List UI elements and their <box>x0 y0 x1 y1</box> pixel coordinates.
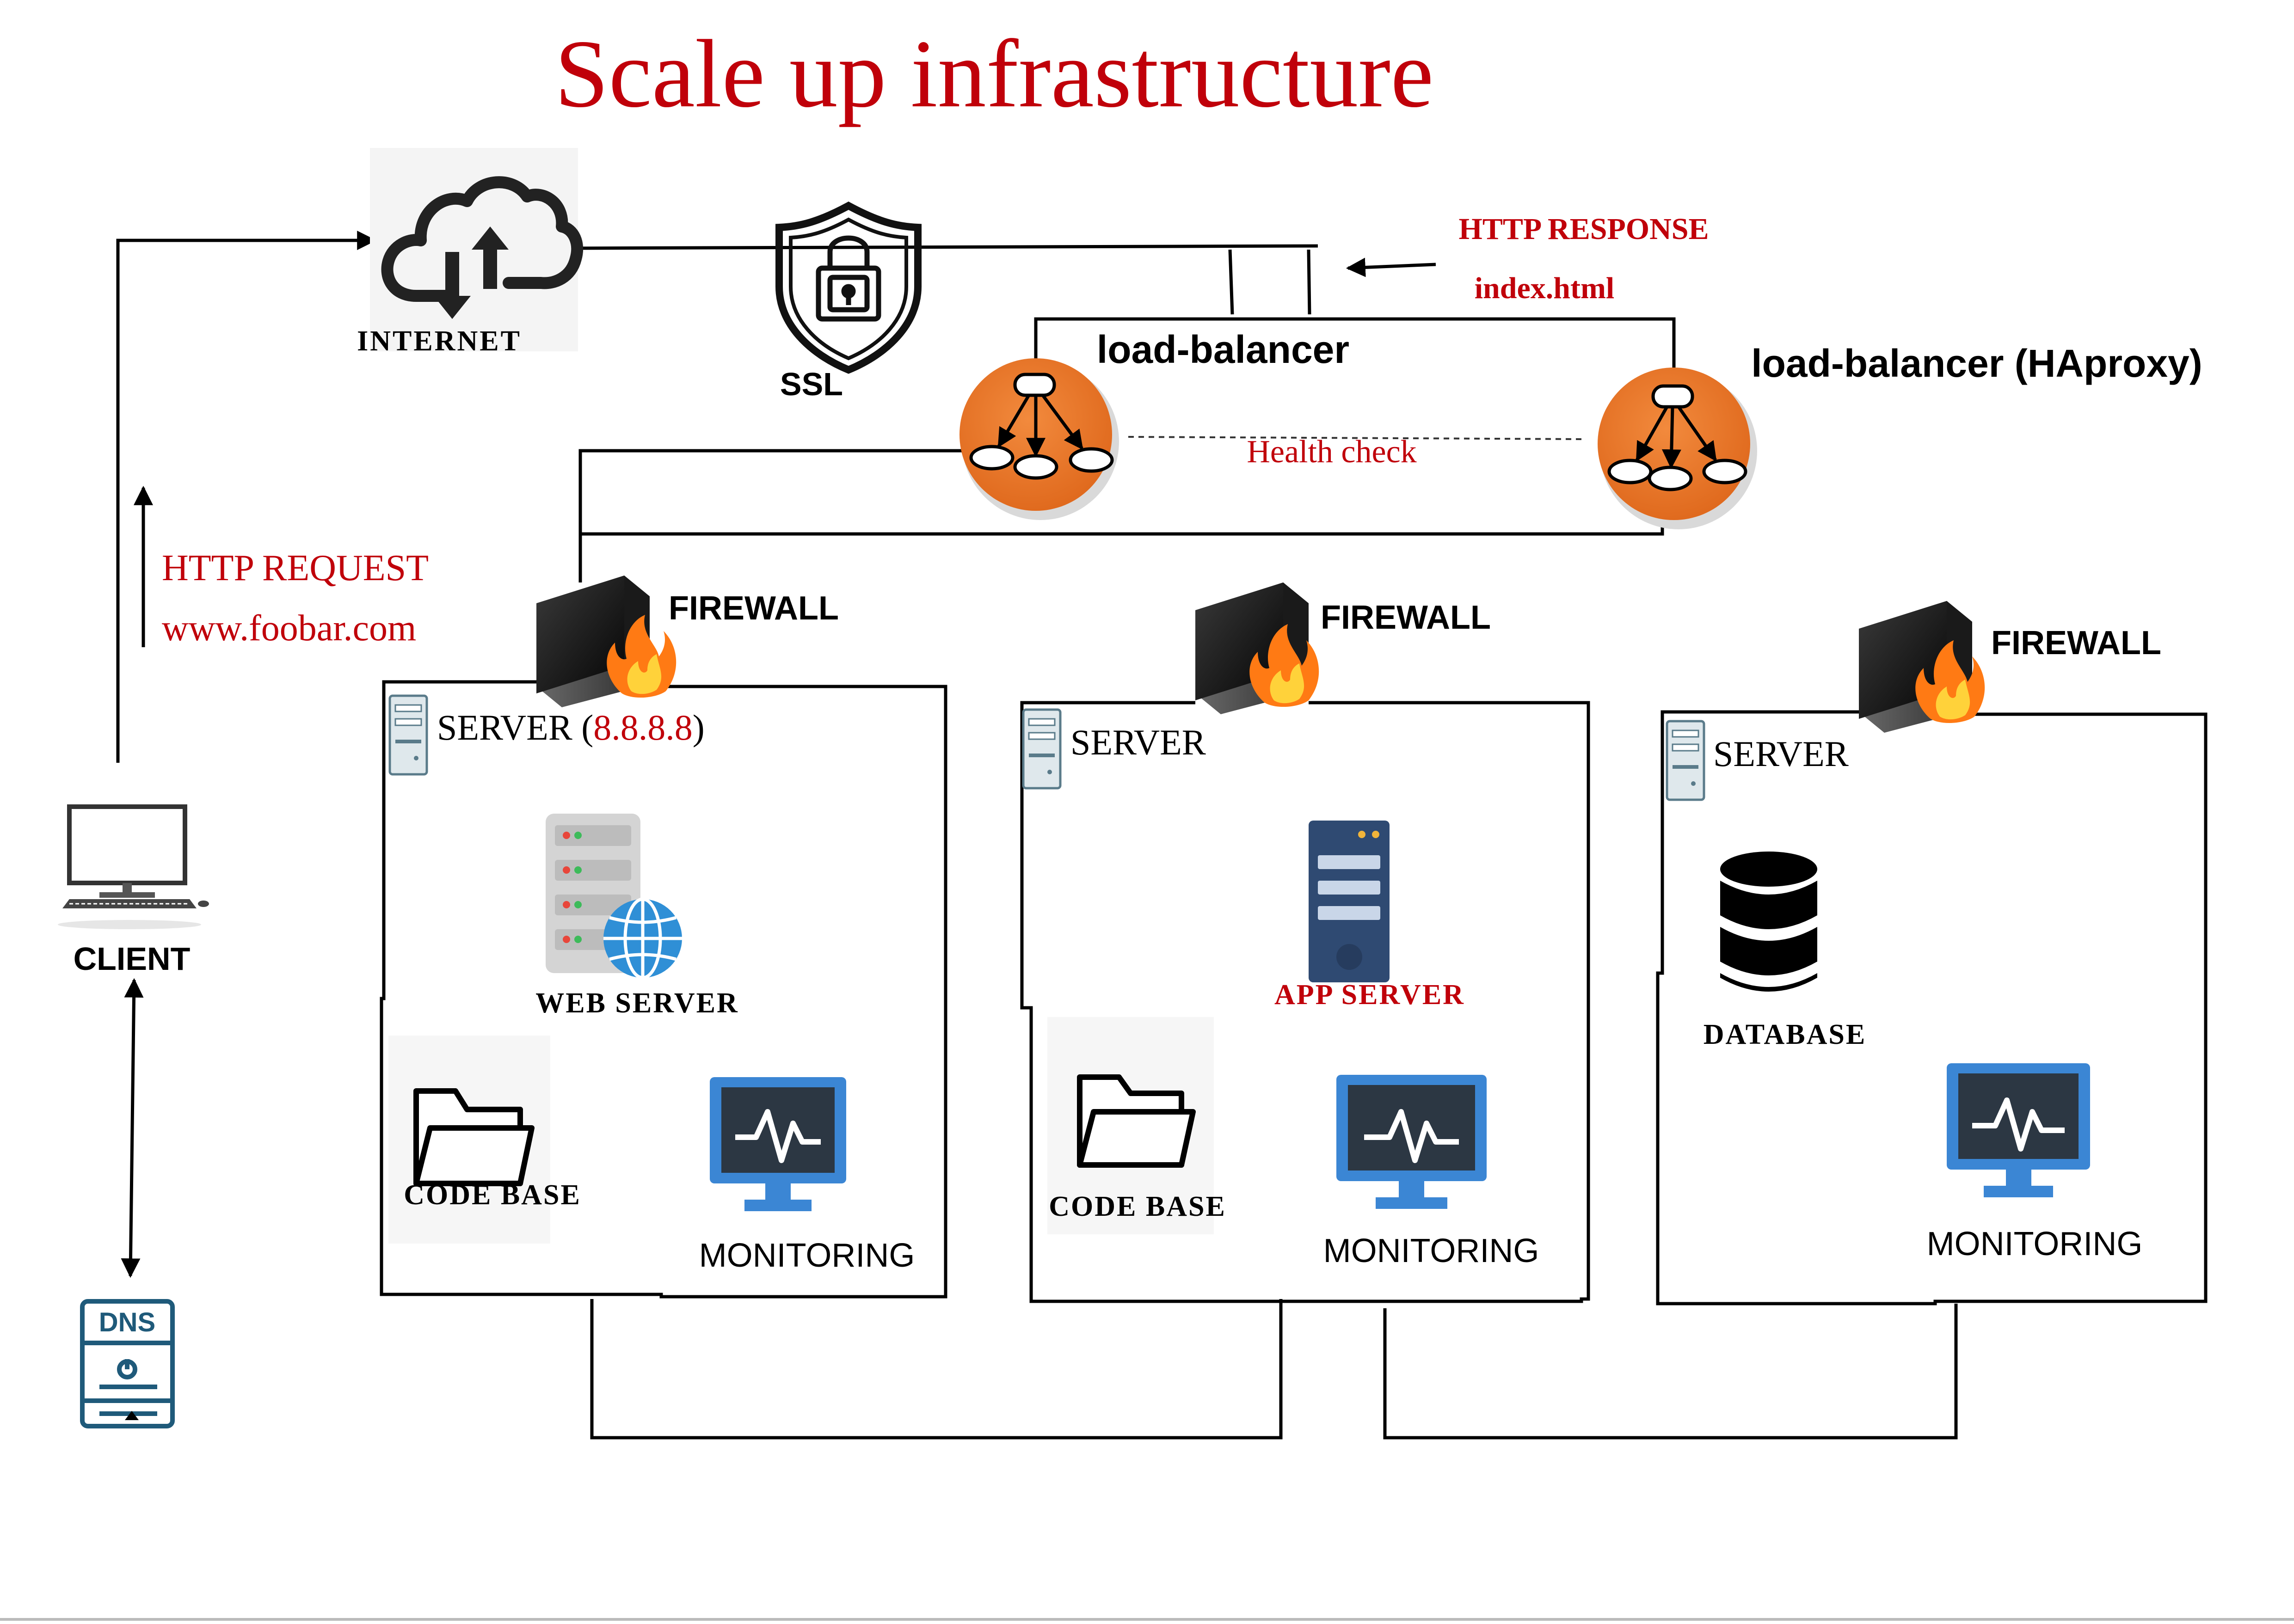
http-request-domain: www.foobar.com <box>162 608 416 649</box>
lb-top-connector <box>1034 317 1676 407</box>
lb-drop-line-1 <box>1228 249 1234 315</box>
monitor-icon <box>1947 1063 2090 1197</box>
server-tower-icon <box>1666 720 1705 801</box>
app-server-icon <box>1309 821 1390 982</box>
server-1-monitoring-label: MONITORING <box>699 1237 915 1274</box>
desktop-computer-icon <box>62 804 209 908</box>
server-3-firewall-label: FIREWALL <box>1991 625 2161 662</box>
server-2-box: FIREWALL SERVER APP SERVER CODE BAS <box>1020 582 1590 1303</box>
server-1-firewall-label: FIREWALL <box>669 590 839 627</box>
server-3-monitoring-label: MONITORING <box>1927 1226 2143 1262</box>
health-check-label: Health check <box>1247 434 1416 470</box>
http-response-label: HTTP RESPONSE <box>1459 212 1709 246</box>
monitor-icon <box>710 1077 846 1211</box>
server-tower-icon <box>1022 708 1062 790</box>
monitor-icon <box>1336 1075 1487 1209</box>
cloud-arrows-icon <box>434 227 509 319</box>
globe-icon <box>603 897 682 980</box>
server-2-monitoring-label: MONITORING <box>1323 1232 1539 1269</box>
internet-node: INTERNET <box>357 148 584 357</box>
firewall-icon <box>1195 582 1319 714</box>
load-balancer-2: load-balancer (HAproxy) <box>1598 342 2202 529</box>
server-3-box: FIREWALL SERVER DATABASE MONITORING <box>1656 601 2208 1305</box>
connection-lines <box>116 231 1958 1440</box>
dns-node: DNS <box>80 1299 175 1428</box>
page-title: Scale up infrastructure <box>555 20 1434 128</box>
web-server-icon <box>546 814 682 980</box>
http-request-label: HTTP REQUEST <box>162 548 429 588</box>
health-check-line <box>1128 436 1587 440</box>
http-response-arrow <box>1346 257 1436 277</box>
server-1-label: SERVER (8.8.8.8) <box>437 707 705 748</box>
dns-label: DNS <box>99 1307 155 1337</box>
internet-to-lb-line <box>559 244 1318 250</box>
lb1-to-server1-line <box>578 449 962 582</box>
shield-lock-icon <box>775 201 922 374</box>
server-2-label: SERVER <box>1070 722 1206 762</box>
server-1-ip: 8.8.8.8 <box>593 707 693 748</box>
server1-server2-link <box>590 1299 1283 1440</box>
database-icon <box>1720 852 1817 992</box>
firewall-icon <box>1859 601 1985 733</box>
lb2-to-server1-line <box>580 504 1664 536</box>
server-3-label: SERVER <box>1713 734 1849 774</box>
server2-server3-link <box>1383 1304 1958 1440</box>
server-2-code-base-label: CODE BASE <box>1049 1191 1226 1222</box>
folder-icon <box>413 1088 535 1186</box>
server-1-role-label: WEB SERVER <box>535 987 739 1019</box>
ssl-label: SSL <box>780 366 843 402</box>
folder-icon <box>1077 1074 1196 1168</box>
client-dns-link <box>121 978 144 1278</box>
load-balancer-2-label: load-balancer (HAproxy) <box>1751 342 2202 385</box>
load-balancer-1: load-balancer <box>959 328 1349 520</box>
lock-icon <box>816 235 881 322</box>
ssl-node: SSL <box>775 201 922 402</box>
server-2-firewall-label: FIREWALL <box>1321 599 1491 636</box>
client-node: CLIENT <box>58 804 209 977</box>
server-3-role-label: DATABASE <box>1704 1019 1866 1050</box>
server-tower-icon <box>388 694 428 776</box>
http-response-file: index.html <box>1475 271 1615 305</box>
dns-server-icon <box>80 1299 175 1428</box>
cloud-upload-download-icon <box>381 176 584 302</box>
client-to-internet-line <box>116 231 377 763</box>
load-balancer-1-label: load-balancer <box>1097 328 1349 371</box>
server-1-box: FIREWALL SERVER (8.8.8.8) <box>380 576 947 1299</box>
server-1-code-base-label: CODE BASE <box>404 1179 581 1211</box>
server-2-role-label: APP SERVER <box>1274 979 1465 1011</box>
client-label: CLIENT <box>74 941 191 977</box>
firewall-icon <box>536 576 677 707</box>
internet-label: INTERNET <box>357 325 522 357</box>
lb-drop-line-2 <box>1307 249 1311 315</box>
